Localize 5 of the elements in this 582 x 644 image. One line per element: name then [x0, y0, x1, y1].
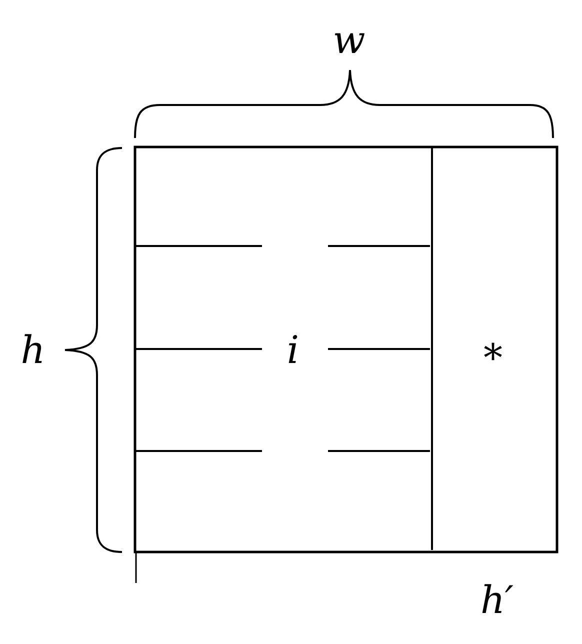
- width-label: w: [332, 21, 366, 59]
- height-prime-label: h′: [480, 581, 514, 619]
- index-label: i: [286, 331, 300, 369]
- asterisk-label: *: [484, 339, 502, 377]
- height-label: h: [20, 331, 46, 369]
